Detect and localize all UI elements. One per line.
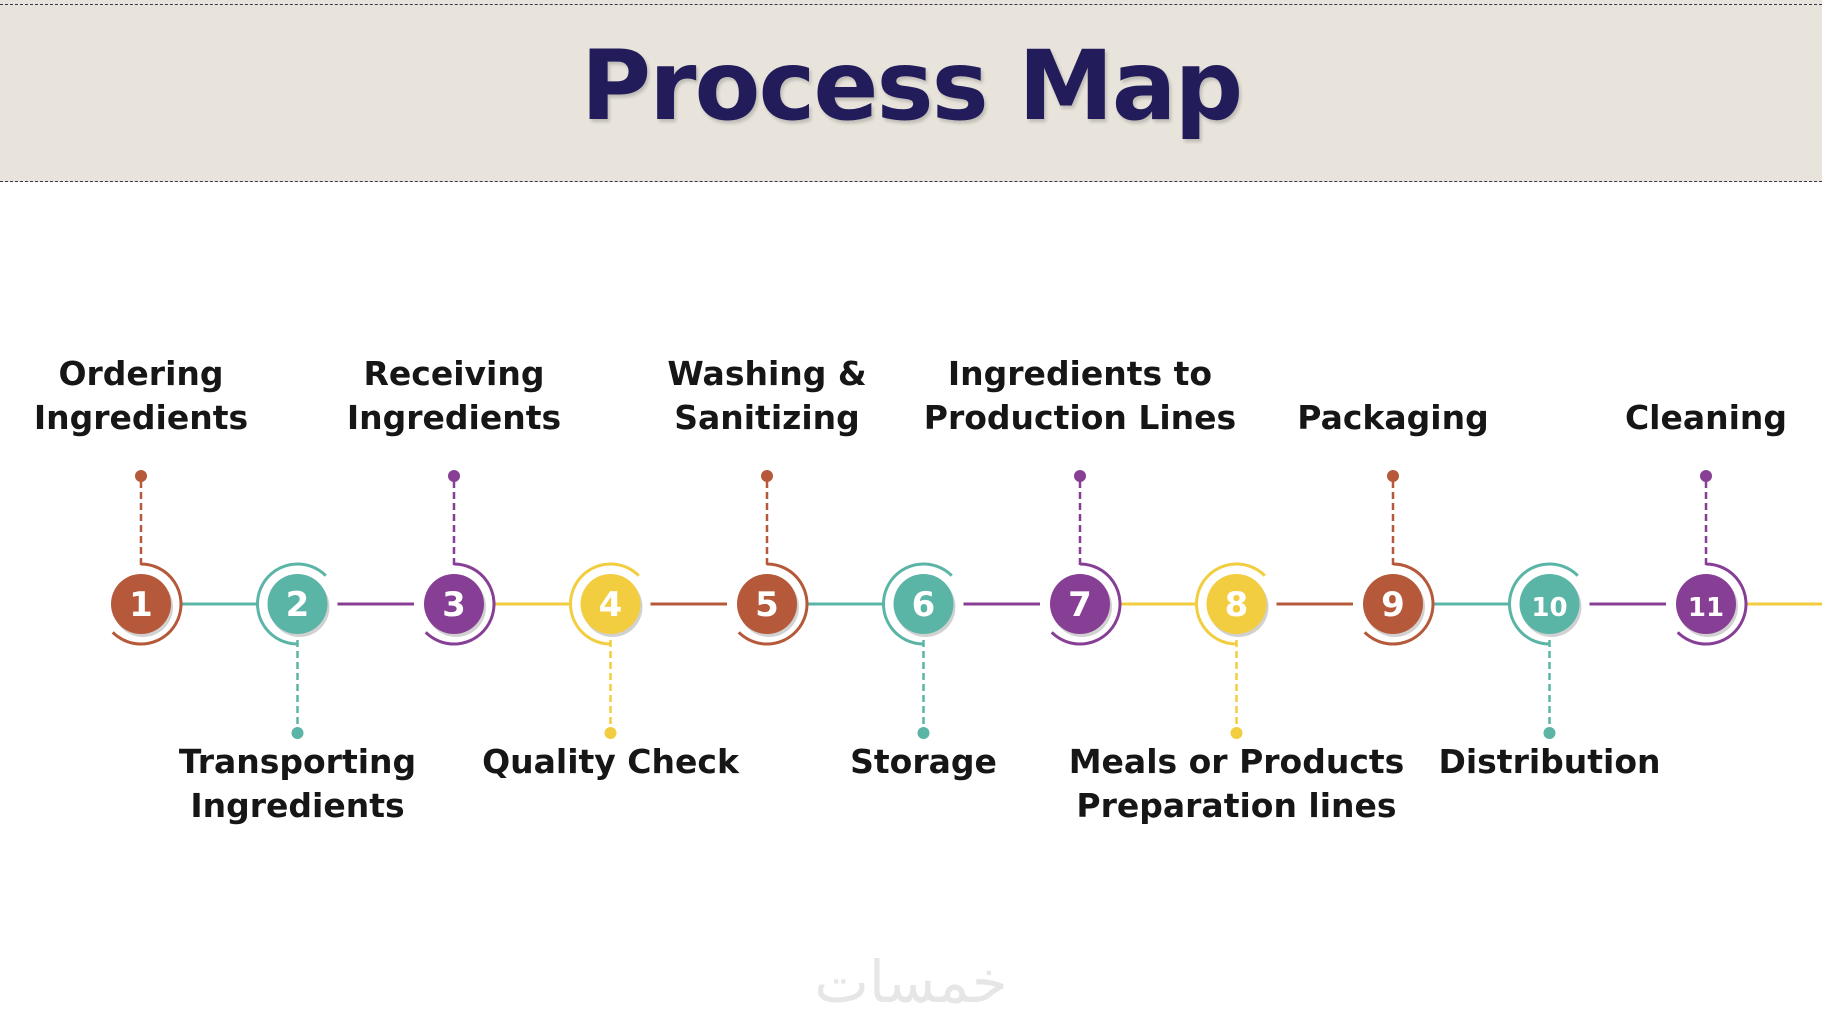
step-node [1519, 574, 1580, 634]
step-ring [1050, 562, 1122, 646]
step-label: Packaging [1223, 396, 1563, 440]
stem-dot [1230, 727, 1243, 739]
step-number: 2 [286, 585, 310, 625]
step-node [893, 574, 954, 634]
step-ring [424, 562, 496, 646]
step-node [267, 574, 328, 634]
step-label: Distribution [1380, 740, 1720, 784]
stem-dot [1387, 470, 1399, 482]
stem-dot [917, 727, 930, 739]
stem-dot [135, 470, 147, 482]
step-label-line: Cleaning [1624, 398, 1788, 437]
step-number: 3 [442, 585, 466, 625]
step-label-line: Storage [850, 742, 997, 781]
step-label: Washing & Sanitizing [597, 352, 937, 440]
step-number: 5 [755, 585, 779, 625]
step-ring [737, 562, 809, 646]
step-number: 10 [1531, 593, 1567, 623]
step-ring [882, 562, 953, 646]
step-label-line: Ingredients [346, 398, 562, 437]
step-label-line: Transporting [178, 742, 417, 781]
stem-dot [604, 727, 617, 739]
step-number: 1 [129, 585, 153, 625]
step-label-line: Sanitizing [674, 398, 860, 437]
step-node [580, 574, 641, 634]
step-number: 6 [912, 585, 936, 625]
step-label-line: Preparation lines [1076, 786, 1397, 825]
header-banner [0, 0, 1822, 182]
step-number: 8 [1225, 585, 1249, 625]
step-label: Cleaning [1536, 396, 1822, 440]
step-ring [256, 562, 327, 646]
stem-dot [448, 470, 460, 482]
stem-dot [1543, 727, 1556, 739]
stem-dot [1074, 470, 1086, 482]
step-label: Ingredients to Production Lines [910, 352, 1250, 440]
step-label-line: Production Lines [923, 398, 1237, 437]
step-label-line: Distribution [1438, 742, 1661, 781]
step-node [1206, 574, 1267, 634]
header-bottom-divider [0, 181, 1822, 182]
step-label-line: Ingredients [190, 786, 405, 825]
step-label: Storage [754, 740, 1094, 784]
step-node [1363, 574, 1423, 634]
stem-dot [291, 727, 304, 739]
watermark-logo: خمسات [814, 948, 1008, 1016]
step-label-line: Ingredients to [947, 354, 1213, 393]
step-ring [1363, 562, 1435, 646]
step-ring [1676, 562, 1748, 646]
step-node [1676, 574, 1736, 634]
step-ring [569, 562, 640, 646]
step-label-line: Washing & [667, 354, 867, 393]
stem-dot [761, 470, 773, 482]
step-number: 11 [1688, 593, 1724, 623]
step-label-line: Receiving [363, 354, 545, 393]
step-label-line: Ingredients [33, 398, 249, 437]
step-label-line: Ordering [58, 354, 224, 393]
step-node [737, 574, 797, 634]
step-node [424, 574, 484, 634]
step-number: 9 [1381, 585, 1405, 625]
step-label-line: Meals or Products [1068, 742, 1405, 781]
step-number: 4 [599, 585, 623, 625]
step-label-line: Quality Check [482, 742, 739, 781]
step-ring [111, 562, 183, 646]
step-node [111, 574, 171, 634]
header-top-divider [0, 4, 1822, 5]
step-ring [1194, 562, 1266, 646]
stem-dot [1700, 470, 1712, 482]
step-label-line: Packaging [1297, 398, 1489, 437]
page-title: Process Map [580, 30, 1243, 142]
step-label: Quality Check [441, 740, 781, 784]
step-ring [1507, 562, 1579, 646]
step-node [1050, 574, 1110, 634]
step-number: 7 [1068, 585, 1092, 625]
